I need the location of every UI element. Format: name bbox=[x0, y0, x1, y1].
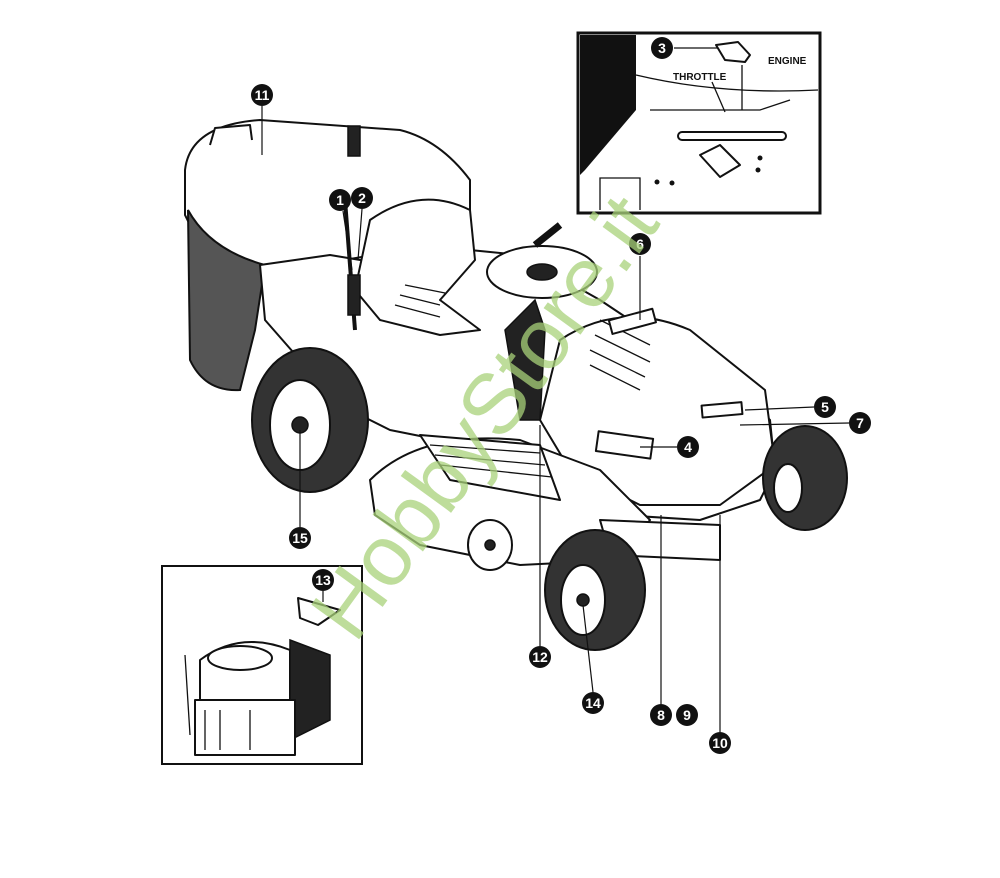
front-wheel-right bbox=[762, 425, 848, 531]
gauge-wheel bbox=[467, 519, 513, 571]
callout-7: 7 bbox=[849, 412, 871, 434]
callout-4: 4 bbox=[677, 436, 699, 458]
svg-text:1: 1 bbox=[336, 192, 344, 208]
callout-12: 12 bbox=[529, 646, 551, 668]
svg-text:9: 9 bbox=[683, 707, 691, 723]
callout-9: 9 bbox=[676, 704, 698, 726]
engine-inset bbox=[161, 565, 363, 765]
svg-text:4: 4 bbox=[684, 439, 692, 455]
svg-text:11: 11 bbox=[255, 87, 270, 103]
svg-text:7: 7 bbox=[856, 415, 864, 431]
svg-text:12: 12 bbox=[532, 649, 548, 665]
callout-10: 10 bbox=[709, 732, 731, 754]
callout-5: 5 bbox=[814, 396, 836, 418]
rear-wheel bbox=[251, 347, 369, 493]
callout-1: 1 bbox=[329, 189, 351, 211]
throttle-inset: THROTTLE ENGINE bbox=[576, 31, 822, 215]
seat bbox=[354, 198, 481, 336]
callout-8: 8 bbox=[650, 704, 672, 726]
svg-text:5: 5 bbox=[821, 399, 829, 415]
throttle-label: THROTTLE bbox=[673, 72, 727, 83]
callout-2: 2 bbox=[351, 187, 373, 209]
callout-3: 3 bbox=[651, 37, 673, 59]
callout-14: 14 bbox=[582, 692, 604, 714]
callout-15: 15 bbox=[289, 527, 311, 549]
callout-13: 13 bbox=[312, 569, 334, 591]
svg-text:10: 10 bbox=[712, 735, 728, 751]
svg-text:6: 6 bbox=[636, 236, 644, 252]
svg-text:2: 2 bbox=[358, 190, 366, 206]
svg-text:3: 3 bbox=[658, 40, 666, 56]
svg-text:15: 15 bbox=[292, 530, 308, 546]
steering-wheel bbox=[486, 222, 598, 421]
engine-label: ENGINE bbox=[768, 56, 807, 67]
front-wheel-left bbox=[544, 529, 646, 651]
svg-text:14: 14 bbox=[585, 695, 601, 711]
svg-text:13: 13 bbox=[315, 572, 331, 588]
callout-11: 11 bbox=[251, 84, 273, 106]
callout-6: 6 bbox=[629, 233, 651, 255]
svg-text:8: 8 bbox=[657, 707, 665, 723]
leader-lines bbox=[261, 106, 850, 732]
